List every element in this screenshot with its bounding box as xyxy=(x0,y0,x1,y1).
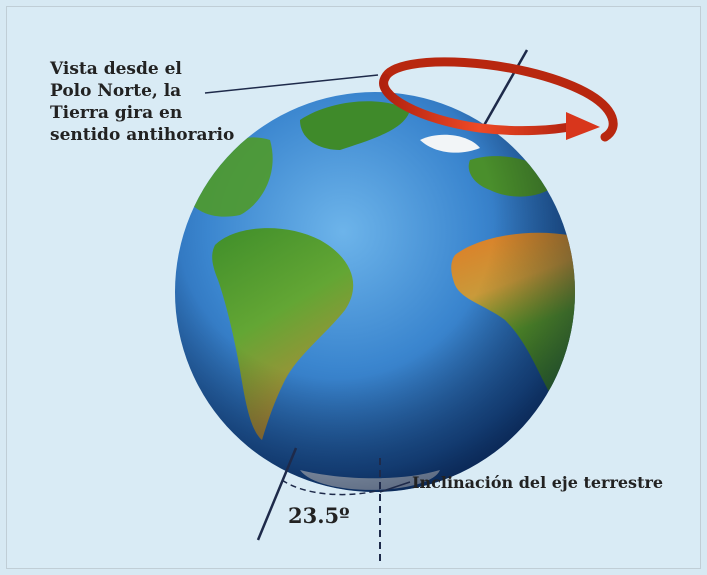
axis-tilt-label: Inclinación del eje terrestre xyxy=(412,473,664,492)
rotation-ring-front xyxy=(379,73,580,136)
rotation-label-line-4: sentido antihorario xyxy=(50,125,235,145)
rotation-axis-south xyxy=(256,447,298,541)
earth-globe xyxy=(175,92,575,492)
rotation-direction-label: Vista desde el Polo Norte, la Tierra gir… xyxy=(50,58,270,146)
rotation-ring-back xyxy=(380,57,618,142)
rotation-label-line-1: Vista desde el xyxy=(50,59,182,79)
tilt-angle-value: 23.5º xyxy=(288,503,350,528)
rotation-leader-line xyxy=(204,74,379,94)
rotation-label-line-2: Polo Norte, la xyxy=(50,81,182,101)
tilt-angle-arc xyxy=(281,479,381,496)
rotation-label-line-3: Tierra gira en xyxy=(50,103,183,123)
tilt-leader-line xyxy=(379,481,411,493)
rotation-arrowhead xyxy=(566,112,600,140)
